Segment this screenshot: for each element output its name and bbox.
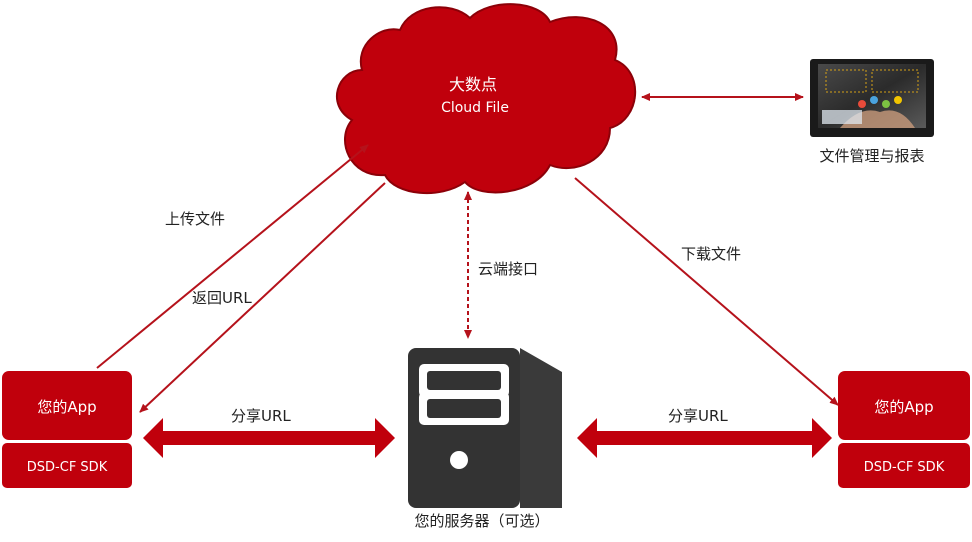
- left-client-node: 您的App DSD-CF SDK: [2, 371, 132, 488]
- cloud-title: 大数点: [449, 75, 497, 94]
- cloud-shape: [335, 3, 637, 195]
- server-node: 您的服务器（可选）: [408, 348, 562, 530]
- share-left-label: 分享URL: [231, 407, 291, 425]
- cloud-api-label: 云端接口: [478, 260, 538, 278]
- left-app-box: [2, 371, 132, 440]
- right-sdk-box: [838, 443, 970, 488]
- return-url-label: 返回URL: [192, 289, 252, 307]
- return-url-arrow: [139, 182, 386, 413]
- left-sdk-label: DSD-CF SDK: [27, 460, 108, 475]
- left-app-label: 您的App: [37, 398, 96, 416]
- cloud-subtitle: Cloud File: [441, 100, 509, 116]
- download-label: 下载文件: [681, 245, 741, 263]
- share-right-label: 分享URL: [668, 407, 728, 425]
- right-client-node: 您的App DSD-CF SDK: [838, 371, 970, 488]
- right-app-label: 您的App: [874, 398, 933, 416]
- server-label: 您的服务器（可选）: [414, 512, 549, 530]
- left-sdk-box: [2, 443, 132, 488]
- share-right-arrow: [577, 418, 832, 458]
- right-sdk-label: DSD-CF SDK: [864, 460, 945, 475]
- upload-arrow: [96, 144, 369, 369]
- server-icon: [408, 348, 562, 508]
- cloud-node: 大数点 Cloud File: [335, 3, 637, 195]
- download-arrow: [574, 177, 839, 406]
- share-left-arrow: [143, 418, 395, 458]
- report-hands-icon: [822, 69, 919, 128]
- report-label: 文件管理与报表: [819, 147, 924, 165]
- report-node: 文件管理与报表: [810, 59, 934, 165]
- right-app-box: [838, 371, 970, 440]
- upload-label: 上传文件: [165, 210, 225, 228]
